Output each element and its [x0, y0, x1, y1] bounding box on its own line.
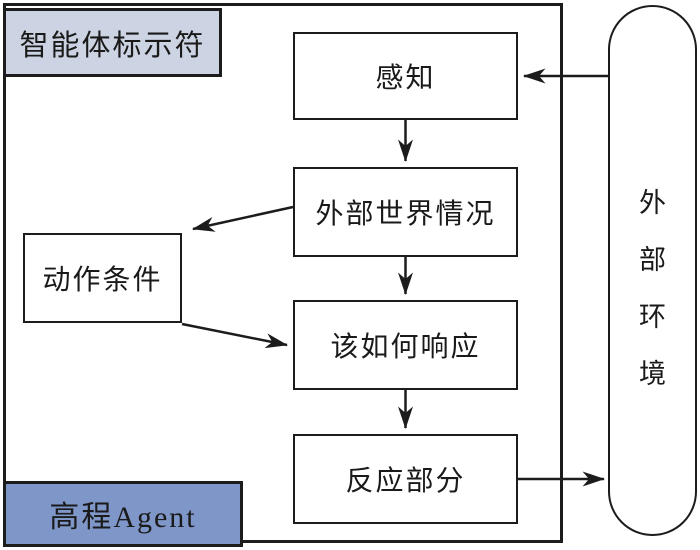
environment-stadium: 外部环境	[608, 5, 697, 536]
environment-label: 外部环境	[639, 187, 666, 389]
action-condition-box: 动作条件	[23, 233, 182, 323]
reaction-box: 反应部分	[293, 434, 518, 524]
world-state-box: 外部世界情况	[293, 167, 518, 257]
agent-identifier-label: 智能体标示符	[3, 8, 222, 77]
agent-boundary-rect	[3, 3, 563, 543]
response-decision-box: 该如何响应	[293, 300, 518, 390]
perception-box: 感知	[293, 32, 518, 120]
agent-name-label: 高程Agent	[3, 481, 243, 547]
